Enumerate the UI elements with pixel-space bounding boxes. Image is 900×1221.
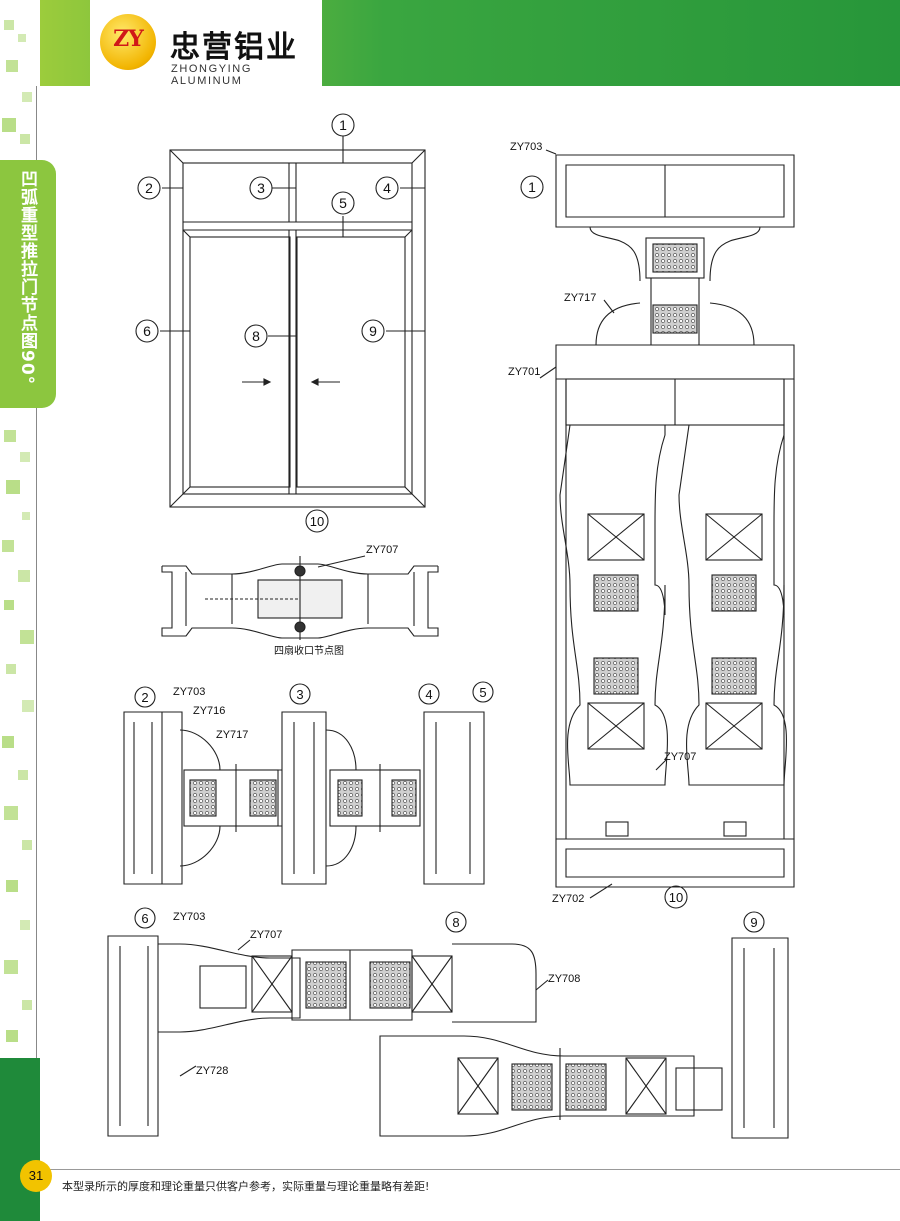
label-zy717-v: ZY717 <box>564 292 596 304</box>
footer-note: 本型录所示的厚度和理论重量只供客户参考，实际重量与理论重量略有差距! <box>62 1180 430 1193</box>
callout-9: 9 <box>369 323 377 339</box>
callout-h4: 4 <box>425 687 432 702</box>
callout-4: 4 <box>383 180 391 196</box>
callout-3: 3 <box>257 180 265 196</box>
label-zy701: ZY701 <box>508 366 540 378</box>
callout-6: 6 <box>143 323 151 339</box>
callout-section-1: 1 <box>528 179 536 195</box>
label-zy703-h: ZY703 <box>173 686 205 698</box>
label-zy728: ZY728 <box>196 1065 228 1077</box>
vertical-section <box>539 149 795 899</box>
side-title-tab <box>0 160 56 408</box>
callout-h5: 5 <box>479 685 486 700</box>
brand-name-cn: 忠营铝业 <box>170 30 298 65</box>
page-number-badge: 31 <box>20 1160 52 1192</box>
callout-circles <box>134 113 765 933</box>
label-zy716: ZY716 <box>193 705 225 717</box>
label-zy707-b: ZY707 <box>250 929 282 941</box>
callout-8: 8 <box>252 328 260 344</box>
callout-10: 10 <box>310 514 324 529</box>
bottom-green-block <box>0 1058 40 1221</box>
label-zy717-h: ZY717 <box>216 729 248 741</box>
label-zy702: ZY702 <box>552 893 584 905</box>
label-zy703-b: ZY703 <box>173 911 205 923</box>
four-sash-caption: 四扇收口节点图 <box>274 644 344 657</box>
four-sash-detail <box>161 555 439 640</box>
callout-1: 1 <box>339 117 347 133</box>
callout-5: 5 <box>339 195 347 211</box>
logo-box: ZY 忠营铝业 ZHONGYING ALUMINUM <box>90 0 322 87</box>
callout-h6: 6 <box>141 911 148 926</box>
callout-h3: 3 <box>296 687 303 702</box>
brand-name-en: ZHONGYING ALUMINUM <box>171 63 253 87</box>
horizontal-sections-top <box>123 711 485 885</box>
label-zy707-v: ZY707 <box>664 751 696 763</box>
logo-letters: ZY <box>113 26 144 52</box>
callout-h9: 9 <box>750 915 757 930</box>
label-zy708: ZY708 <box>548 973 580 985</box>
callout-h2: 2 <box>141 690 148 705</box>
callout-section-10: 10 <box>669 890 683 905</box>
page-header: ZY 忠营铝业 ZHONGYING ALUMINUM <box>0 0 900 87</box>
label-zy707-four: ZY707 <box>366 544 398 556</box>
logo-badge-icon: ZY <box>100 14 156 70</box>
side-title-text: 凹弧重型推拉门节点图90° <box>17 170 37 386</box>
side-divider-line <box>36 86 37 1221</box>
callout-h8: 8 <box>452 915 459 930</box>
footer-rule <box>40 1169 900 1170</box>
callout-2: 2 <box>145 180 153 196</box>
label-zy703-v: ZY703 <box>510 141 542 153</box>
horizontal-sections-bottom <box>107 935 789 1139</box>
door-elevation <box>160 136 426 508</box>
